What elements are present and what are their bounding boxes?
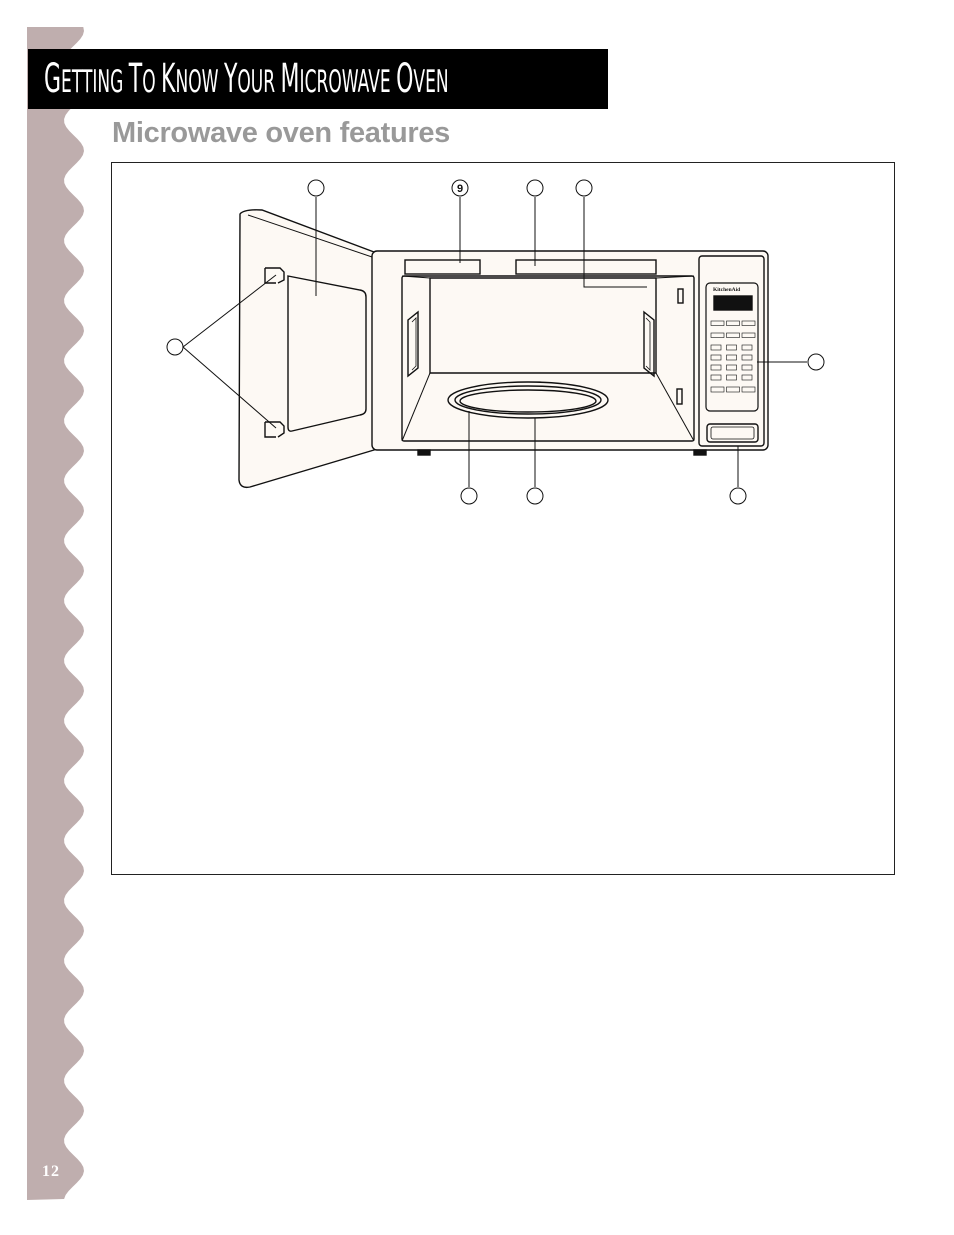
keypad-button (726, 320, 740, 326)
keypad-button (726, 344, 737, 351)
keypad-button (726, 386, 740, 393)
keypad-button (726, 332, 740, 338)
control-panel (698, 255, 765, 447)
cavity-back-wall (429, 277, 657, 374)
callout-marker-2 (451, 179, 469, 197)
keypad-button (741, 354, 753, 361)
keypad-button (710, 364, 722, 371)
keypad-frame (705, 282, 759, 412)
callout-marker-3 (526, 179, 544, 197)
callout-marker-4 (575, 179, 593, 197)
door-latch-lower (264, 421, 285, 438)
section-title-bar (28, 49, 608, 109)
latch-slot-lower (676, 388, 683, 405)
callout-marker-8 (526, 487, 544, 505)
figure-frame (111, 162, 895, 875)
display-window (713, 295, 753, 311)
callout-marker-6 (807, 353, 825, 371)
keypad-button (741, 332, 756, 338)
callout-markers: 9 (166, 179, 825, 505)
latch-slot-upper (677, 288, 684, 304)
keypad-button (741, 364, 753, 371)
callout-label: 9 (457, 183, 463, 195)
keypad-button (741, 374, 753, 381)
callout-marker-9 (729, 487, 747, 505)
top-vent-left (404, 259, 481, 275)
keypad-button (710, 344, 722, 351)
keypad-button (710, 332, 725, 338)
keypad-button (741, 320, 756, 326)
top-vent-right (515, 259, 657, 275)
door-window (287, 275, 367, 432)
page-number: 12 (42, 1163, 60, 1180)
keypad-button (741, 344, 753, 351)
keypad-button (726, 364, 737, 371)
brand-label: KitchenAid (713, 287, 740, 293)
keypad-button (741, 386, 756, 393)
callout-marker-5 (166, 338, 184, 356)
door-release-button (706, 423, 759, 443)
keypad-button (726, 354, 737, 361)
keypad-button (726, 374, 737, 381)
keypad-buttons (710, 320, 756, 393)
turntable-tray (447, 381, 609, 419)
callout-marker-1 (307, 179, 325, 197)
keypad-button (710, 354, 722, 361)
keypad-button (710, 320, 725, 326)
keypad-button (710, 374, 722, 381)
subtitle: Microwave oven features (112, 117, 451, 149)
decorative-side-band (27, 27, 84, 1200)
section-title: GETTING TO KNOW YOUR MICROWAVE OVEN (44, 56, 449, 102)
callout-marker-7 (460, 487, 478, 505)
keypad-button (710, 386, 725, 393)
